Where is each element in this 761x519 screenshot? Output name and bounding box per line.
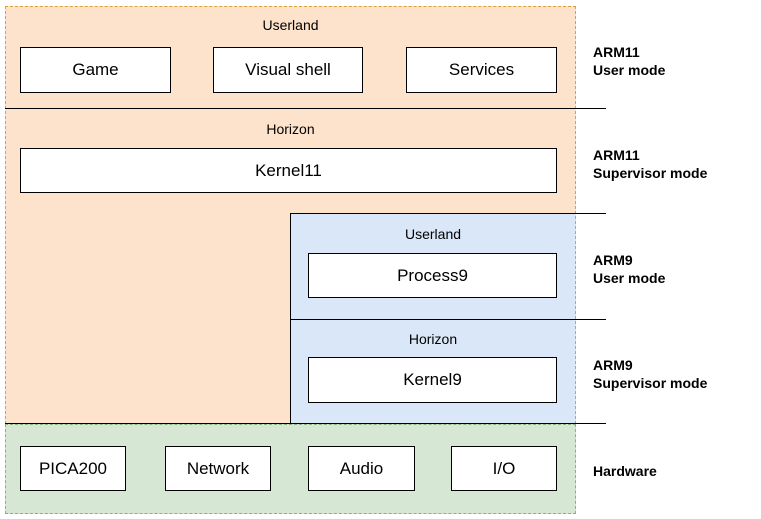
visual-shell-box: Visual shell: [213, 47, 363, 93]
mode-arm11-supervisor-level: Supervisor mode: [593, 165, 708, 181]
mode-arm9-user-cpu: ARM9: [593, 252, 633, 268]
mode-hardware: Hardware: [593, 463, 657, 479]
audio-box: Audio: [308, 446, 415, 491]
network-box: Network: [165, 446, 271, 491]
separator-user-supervisor-arm11: [5, 108, 606, 109]
mode-arm11-user-cpu: ARM11: [593, 44, 640, 60]
kernel11-box: Kernel11: [20, 148, 557, 193]
separator-arm9-user-supervisor: [290, 319, 606, 320]
process9-box: Process9: [308, 253, 557, 298]
services-box: Services: [406, 47, 557, 93]
arm9-left-edge: [290, 213, 291, 424]
mode-arm11-supervisor-cpu: ARM11: [593, 147, 640, 163]
mode-arm11-supervisor: ARM11 Supervisor mode: [593, 146, 707, 182]
mode-arm9-supervisor-cpu: ARM9: [593, 357, 633, 373]
separator-hardware: [5, 423, 606, 424]
pica200-box: PICA200: [20, 446, 126, 491]
mode-arm9-user-level: User mode: [593, 270, 666, 286]
kernel9-box: Kernel9: [308, 357, 557, 403]
mode-arm11-user-level: User mode: [593, 62, 666, 78]
arm11-userland-label: Userland: [262, 17, 319, 33]
mode-arm9-supervisor-level: Supervisor mode: [593, 375, 708, 391]
mode-arm9-supervisor: ARM9 Supervisor mode: [593, 356, 707, 392]
mode-arm9-user: ARM9 User mode: [593, 251, 665, 287]
io-box: I/O: [451, 446, 557, 491]
separator-arm11-arm9: [290, 213, 606, 214]
game-box: Game: [20, 47, 171, 93]
arm9-horizon-label: Horizon: [408, 331, 458, 347]
arm11-horizon-label: Horizon: [266, 121, 315, 137]
arm9-userland-label: Userland: [404, 226, 462, 242]
mode-arm11-user: ARM11 User mode: [593, 43, 665, 79]
